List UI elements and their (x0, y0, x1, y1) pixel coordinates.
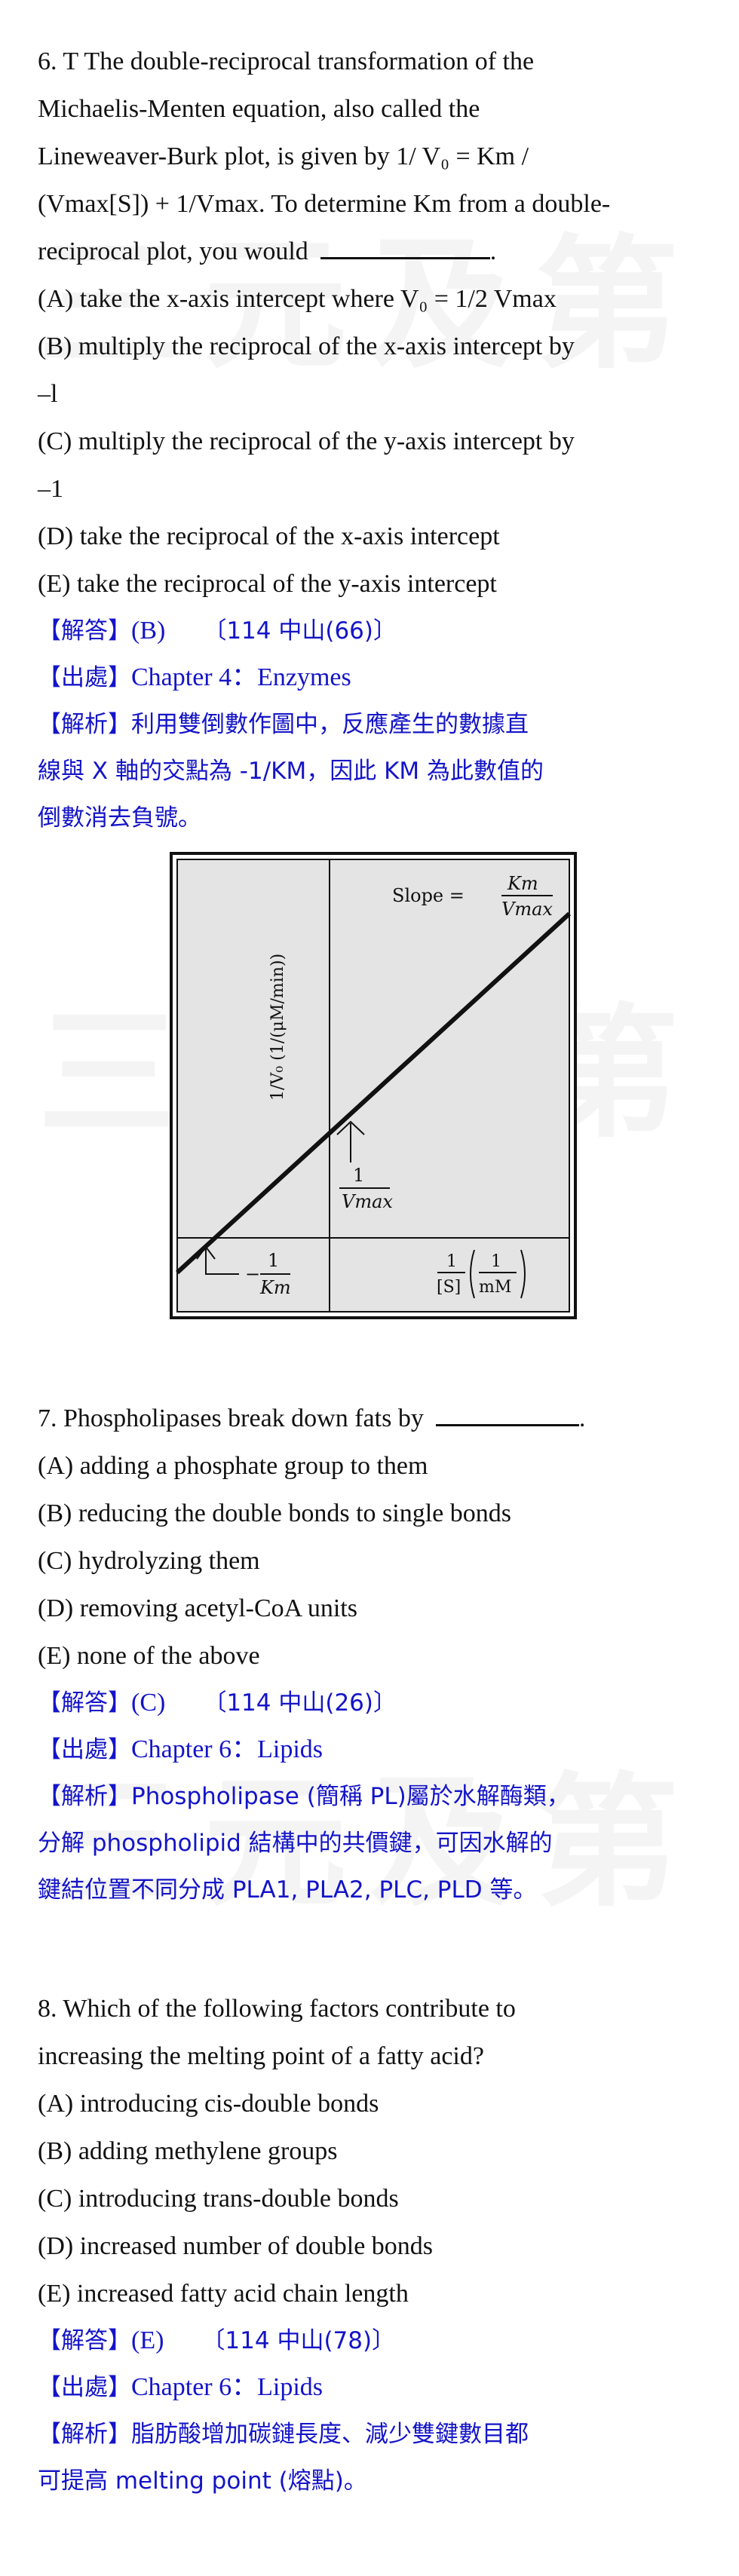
question-line: 8. Which of the following factors contri… (38, 1995, 516, 2023)
question-line: Lineweaver-Burk plot, is given by 1/ V₀ … (38, 142, 529, 170)
answer-line: 【解答】(B) 〔114 中山(66)〕 (38, 608, 701, 654)
explain-text: 鍵結位置不同分成 PLA1, PLA2, PLC, PLD 等。 (38, 1876, 537, 1904)
option-d: (D) increased number of double bonds (38, 2232, 434, 2260)
x-intercept-sign: − (245, 1263, 260, 1285)
answer-reference: 〔114 中山(78)〕 (201, 2327, 396, 2354)
answer-blank (435, 1401, 579, 1426)
answer-value: (B) (131, 617, 166, 645)
answer-line: 【解答】(E) 〔114 中山(78)〕 (38, 2317, 701, 2364)
source-line: 【出處】Chapter 6：Lipids (38, 1726, 701, 1773)
source-tag: 【出處】 (38, 664, 131, 691)
explain-text: 分解 phospholipid 結構中的共價鍵，可因水解的 (38, 1830, 553, 1857)
option-e: (E) none of the above (38, 1642, 260, 1670)
explain-line: 可提高 melting point (熔點)。 (38, 2458, 701, 2504)
explain-line: 【解析】Phospholipase (簡稱 PL)屬於水解酶類， (38, 1773, 701, 1820)
option-c: (C) introducing trans-double bonds (38, 2185, 399, 2213)
answer-line: 【解答】(C) 〔114 中山(26)〕 (38, 1680, 701, 1726)
answer-blank (320, 234, 490, 259)
question-stem: 7. Phospholipases break down fats by. (38, 1395, 701, 1442)
y-intercept-denominator: Vmax (342, 1191, 393, 1212)
lineweaver-burk-plot: Slope = Km Vmax 1/V₀ (1/(μM/min)) 1 Vmax… (170, 852, 577, 1319)
explain-line: 分解 phospholipid 結構中的共價鍵，可因水解的 (38, 1820, 701, 1867)
question-6: 6. T The double-reciprocal transformatio… (38, 38, 701, 1323)
answer-value: (E) (131, 2326, 164, 2354)
option-a: (A) take the x-axis intercept where V₀ =… (38, 285, 557, 313)
source-value: Chapter 6：Lipids (131, 2373, 324, 2401)
question-8: 8. Which of the following factors contri… (38, 1985, 701, 2504)
y-axis-label-text: 1/V₀ (1/(μM/min)) (268, 954, 287, 1101)
option-c-cont: –1 (38, 475, 63, 503)
x-intercept-numerator: 1 (268, 1250, 279, 1271)
option-d: (D) take the reciprocal of the x-axis in… (38, 522, 500, 550)
option-a: (A) introducing cis-double bonds (38, 2090, 379, 2118)
x-axis-unit-numerator: 1 (491, 1252, 501, 1271)
x-intercept-denominator: Km (259, 1277, 291, 1298)
option-c: (C) hydrolyzing them (38, 1547, 260, 1575)
question-line: reciprocal plot, you would (38, 237, 308, 265)
question-7: 7. Phospholipases break down fats by. (A… (38, 1395, 701, 1913)
option-c: (C) multiply the reciprocal of the y-axi… (38, 427, 575, 455)
explain-text: 利用雙倒數作圖中，反應產生的數據直 (131, 711, 529, 738)
document-page: 6. T The double-reciprocal transformatio… (38, 38, 701, 2576)
slope-label: Slope = (392, 885, 465, 906)
x-axis-label-numerator: 1 (446, 1252, 457, 1271)
option-b: (B) reducing the double bonds to single … (38, 1499, 511, 1527)
option-b-cont: –l (38, 380, 58, 408)
plot-area (176, 859, 570, 1313)
answer-value: (C) (131, 1689, 166, 1717)
question-stem-end: reciprocal plot, you would. (38, 228, 701, 275)
answer-tag: 【解答】 (38, 617, 131, 645)
explain-line: 鍵結位置不同分成 PLA1, PLA2, PLC, PLD 等。 (38, 1867, 701, 1913)
y-intercept-numerator: 1 (353, 1165, 364, 1186)
explain-tag: 【解析】 (38, 1783, 131, 1810)
option-e: (E) increased fatty acid chain length (38, 2280, 409, 2308)
source-line: 【出處】Chapter 4：Enzymes (38, 654, 701, 701)
explain-text: Phospholipase (簡稱 PL)屬於水解酶類， (131, 1783, 570, 1810)
source-value: Chapter 4：Enzymes (131, 663, 351, 691)
answer-reference: 〔114 中山(26)〕 (203, 1689, 397, 1717)
answer-tag: 【解答】 (38, 1689, 131, 1717)
x-axis-unit-denominator: mM (479, 1278, 511, 1297)
question-line: Michaelis-Menten equation, also called t… (38, 95, 480, 123)
x-axis-label-denominator: [S] (437, 1278, 461, 1297)
explain-line: 【解析】利用雙倒數作圖中，反應產生的數據直 (38, 701, 701, 748)
source-line: 【出處】Chapter 6：Lipids (38, 2364, 701, 2411)
source-tag: 【出處】 (38, 1736, 131, 1763)
question-line: 7. Phospholipases break down fats by (38, 1404, 424, 1432)
question-line: 6. T The double-reciprocal transformatio… (38, 47, 535, 75)
regression-line (175, 911, 572, 1275)
explain-text: 可提高 melting point (熔點)。 (38, 2467, 367, 2495)
slope-annotation: Slope = Km Vmax (392, 873, 553, 920)
slope-denominator: Vmax (501, 899, 553, 920)
explain-tag: 【解析】 (38, 711, 131, 738)
explain-text: 倒數消去負號。 (38, 804, 201, 832)
explain-text: 脂肪酸增加碳鏈長度、減少雙鍵數目都 (131, 2421, 529, 2448)
option-b: (B) multiply the reciprocal of the x-axi… (38, 332, 575, 360)
explain-text: 線與 X 軸的交點為 -1/KM，因此 KM 為此數值的 (38, 758, 544, 785)
explain-tag: 【解析】 (38, 2421, 131, 2448)
option-a: (A) adding a phosphate group to them (38, 1452, 428, 1480)
question-line: (Vmax[S]) + 1/Vmax. To determine Km from… (38, 190, 611, 218)
answer-tag: 【解答】 (38, 2327, 131, 2354)
source-value: Chapter 6：Lipids (131, 1735, 324, 1763)
explain-line: 線與 X 軸的交點為 -1/KM，因此 KM 為此數值的 (38, 748, 701, 795)
explain-line: 倒數消去負號。 (38, 795, 701, 841)
option-b: (B) adding methylene groups (38, 2137, 338, 2165)
x-axis-label: 1 [S] 1 mM (437, 1249, 526, 1299)
source-tag: 【出處】 (38, 2374, 131, 2401)
y-intercept-annotation: 1 Vmax (336, 1120, 393, 1212)
answer-reference: 〔114 中山(66)〕 (203, 617, 397, 645)
slope-numerator: Km (507, 873, 538, 894)
option-e: (E) take the reciprocal of the y-axis in… (38, 570, 497, 598)
y-axis-label: 1/V₀ (1/(μM/min)) (268, 954, 287, 1101)
explain-line: 【解析】脂肪酸增加碳鏈長度、減少雙鍵數目都 (38, 2411, 701, 2458)
x-intercept-annotation: − 1 Km (196, 1245, 291, 1298)
option-d: (D) removing acetyl-CoA units (38, 1594, 357, 1622)
question-line: increasing the melting point of a fatty … (38, 2042, 484, 2070)
